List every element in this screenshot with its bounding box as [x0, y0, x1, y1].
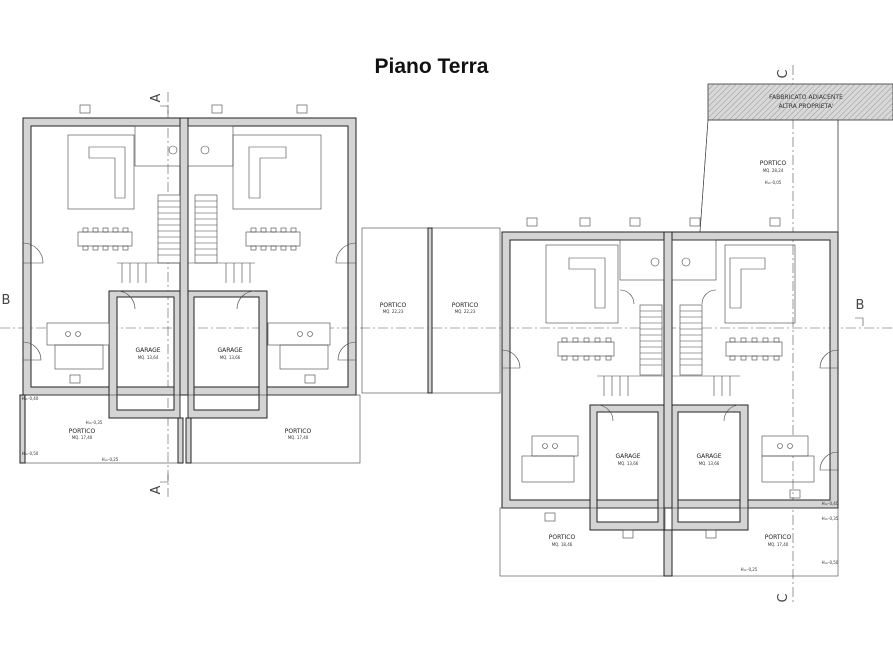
room-label-portico-2: PORTICO — [285, 428, 312, 435]
room-area-garage-3: MQ. 13,66 — [618, 461, 639, 466]
section-mark-b-left: B — [2, 293, 11, 308]
room-area-portico-4: MQ. 17,40 — [768, 542, 789, 547]
room-area-garage-4: MQ. 13,66 — [699, 461, 720, 466]
level-mark: H=-0,50 — [822, 560, 839, 565]
dining-chairs-right — [561, 337, 780, 361]
room-label-garage-4: GARAGE — [696, 453, 721, 460]
room-area-garage-2: MQ. 13,66 — [220, 355, 241, 360]
section-mark-b-right: B — [856, 298, 865, 313]
level-mark: H=-0,25 — [741, 567, 758, 572]
room-area-portico-center-2: MQ. 22,23 — [455, 309, 476, 314]
adjacent-building: FABBRICATO ADIACENTE ALTRA PROPRIETA' — [699, 83, 893, 233]
level-mark: H=-0,05 — [765, 180, 782, 185]
section-mark-c-bottom: C — [776, 593, 791, 602]
room-area-portico-upper: MQ. 28,24 — [763, 168, 784, 173]
page-title: Piano Terra — [374, 55, 489, 78]
section-mark-a-bottom: A — [149, 485, 164, 494]
central-porticos: PORTICO MQ. 22,23 PORTICO MQ. 22,23 — [361, 227, 501, 394]
room-label-portico-center-1: PORTICO — [380, 302, 407, 309]
section-mark-a-top: A — [149, 93, 164, 102]
room-label-portico-4: PORTICO — [765, 534, 792, 541]
level-mark: H=-0,35 — [86, 420, 103, 425]
room-label-garage-1: GARAGE — [135, 347, 160, 354]
right-building: PORTICO MQ. 28,24 H=-0,05 — [499, 119, 839, 577]
stairs-left — [117, 194, 255, 283]
room-label-garage-2: GARAGE — [217, 347, 242, 354]
room-label-portico-upper: PORTICO — [760, 160, 787, 167]
room-label-garage-3: GARAGE — [615, 453, 640, 460]
room-label-portico-1: PORTICO — [69, 428, 96, 435]
room-area-portico-2: MQ. 17,40 — [288, 435, 309, 440]
room-area-portico-center-1: MQ. 22,23 — [383, 309, 404, 314]
room-label-portico-center-2: PORTICO — [452, 302, 479, 309]
adjacent-building-label-2: ALTRA PROPRIETA' — [778, 103, 833, 110]
level-mark: H=-0,40 — [22, 396, 39, 401]
left-building: GARAGE MQ. 13,64 GARAGE MQ. 13,66 PORTIC… — [19, 104, 361, 464]
room-area-portico-3: MQ. 18,46 — [552, 542, 573, 547]
level-mark: H=-0,35 — [822, 516, 839, 521]
section-markers: A A B B C C — [2, 69, 865, 602]
level-mark: H=-0,50 — [22, 451, 39, 456]
level-mark: H=-0,40 — [822, 501, 839, 506]
level-mark: H=-0,25 — [102, 457, 119, 462]
section-mark-c-top: C — [776, 69, 791, 78]
dining-chairs-left — [82, 227, 297, 251]
stairs-right — [597, 304, 740, 396]
room-label-portico-3: PORTICO — [549, 534, 576, 541]
room-area-garage-1: MQ. 13,64 — [138, 355, 159, 360]
adjacent-building-label-1: FABBRICATO ADIACENTE — [769, 94, 843, 101]
room-area-portico-1: MQ. 17,40 — [72, 435, 93, 440]
